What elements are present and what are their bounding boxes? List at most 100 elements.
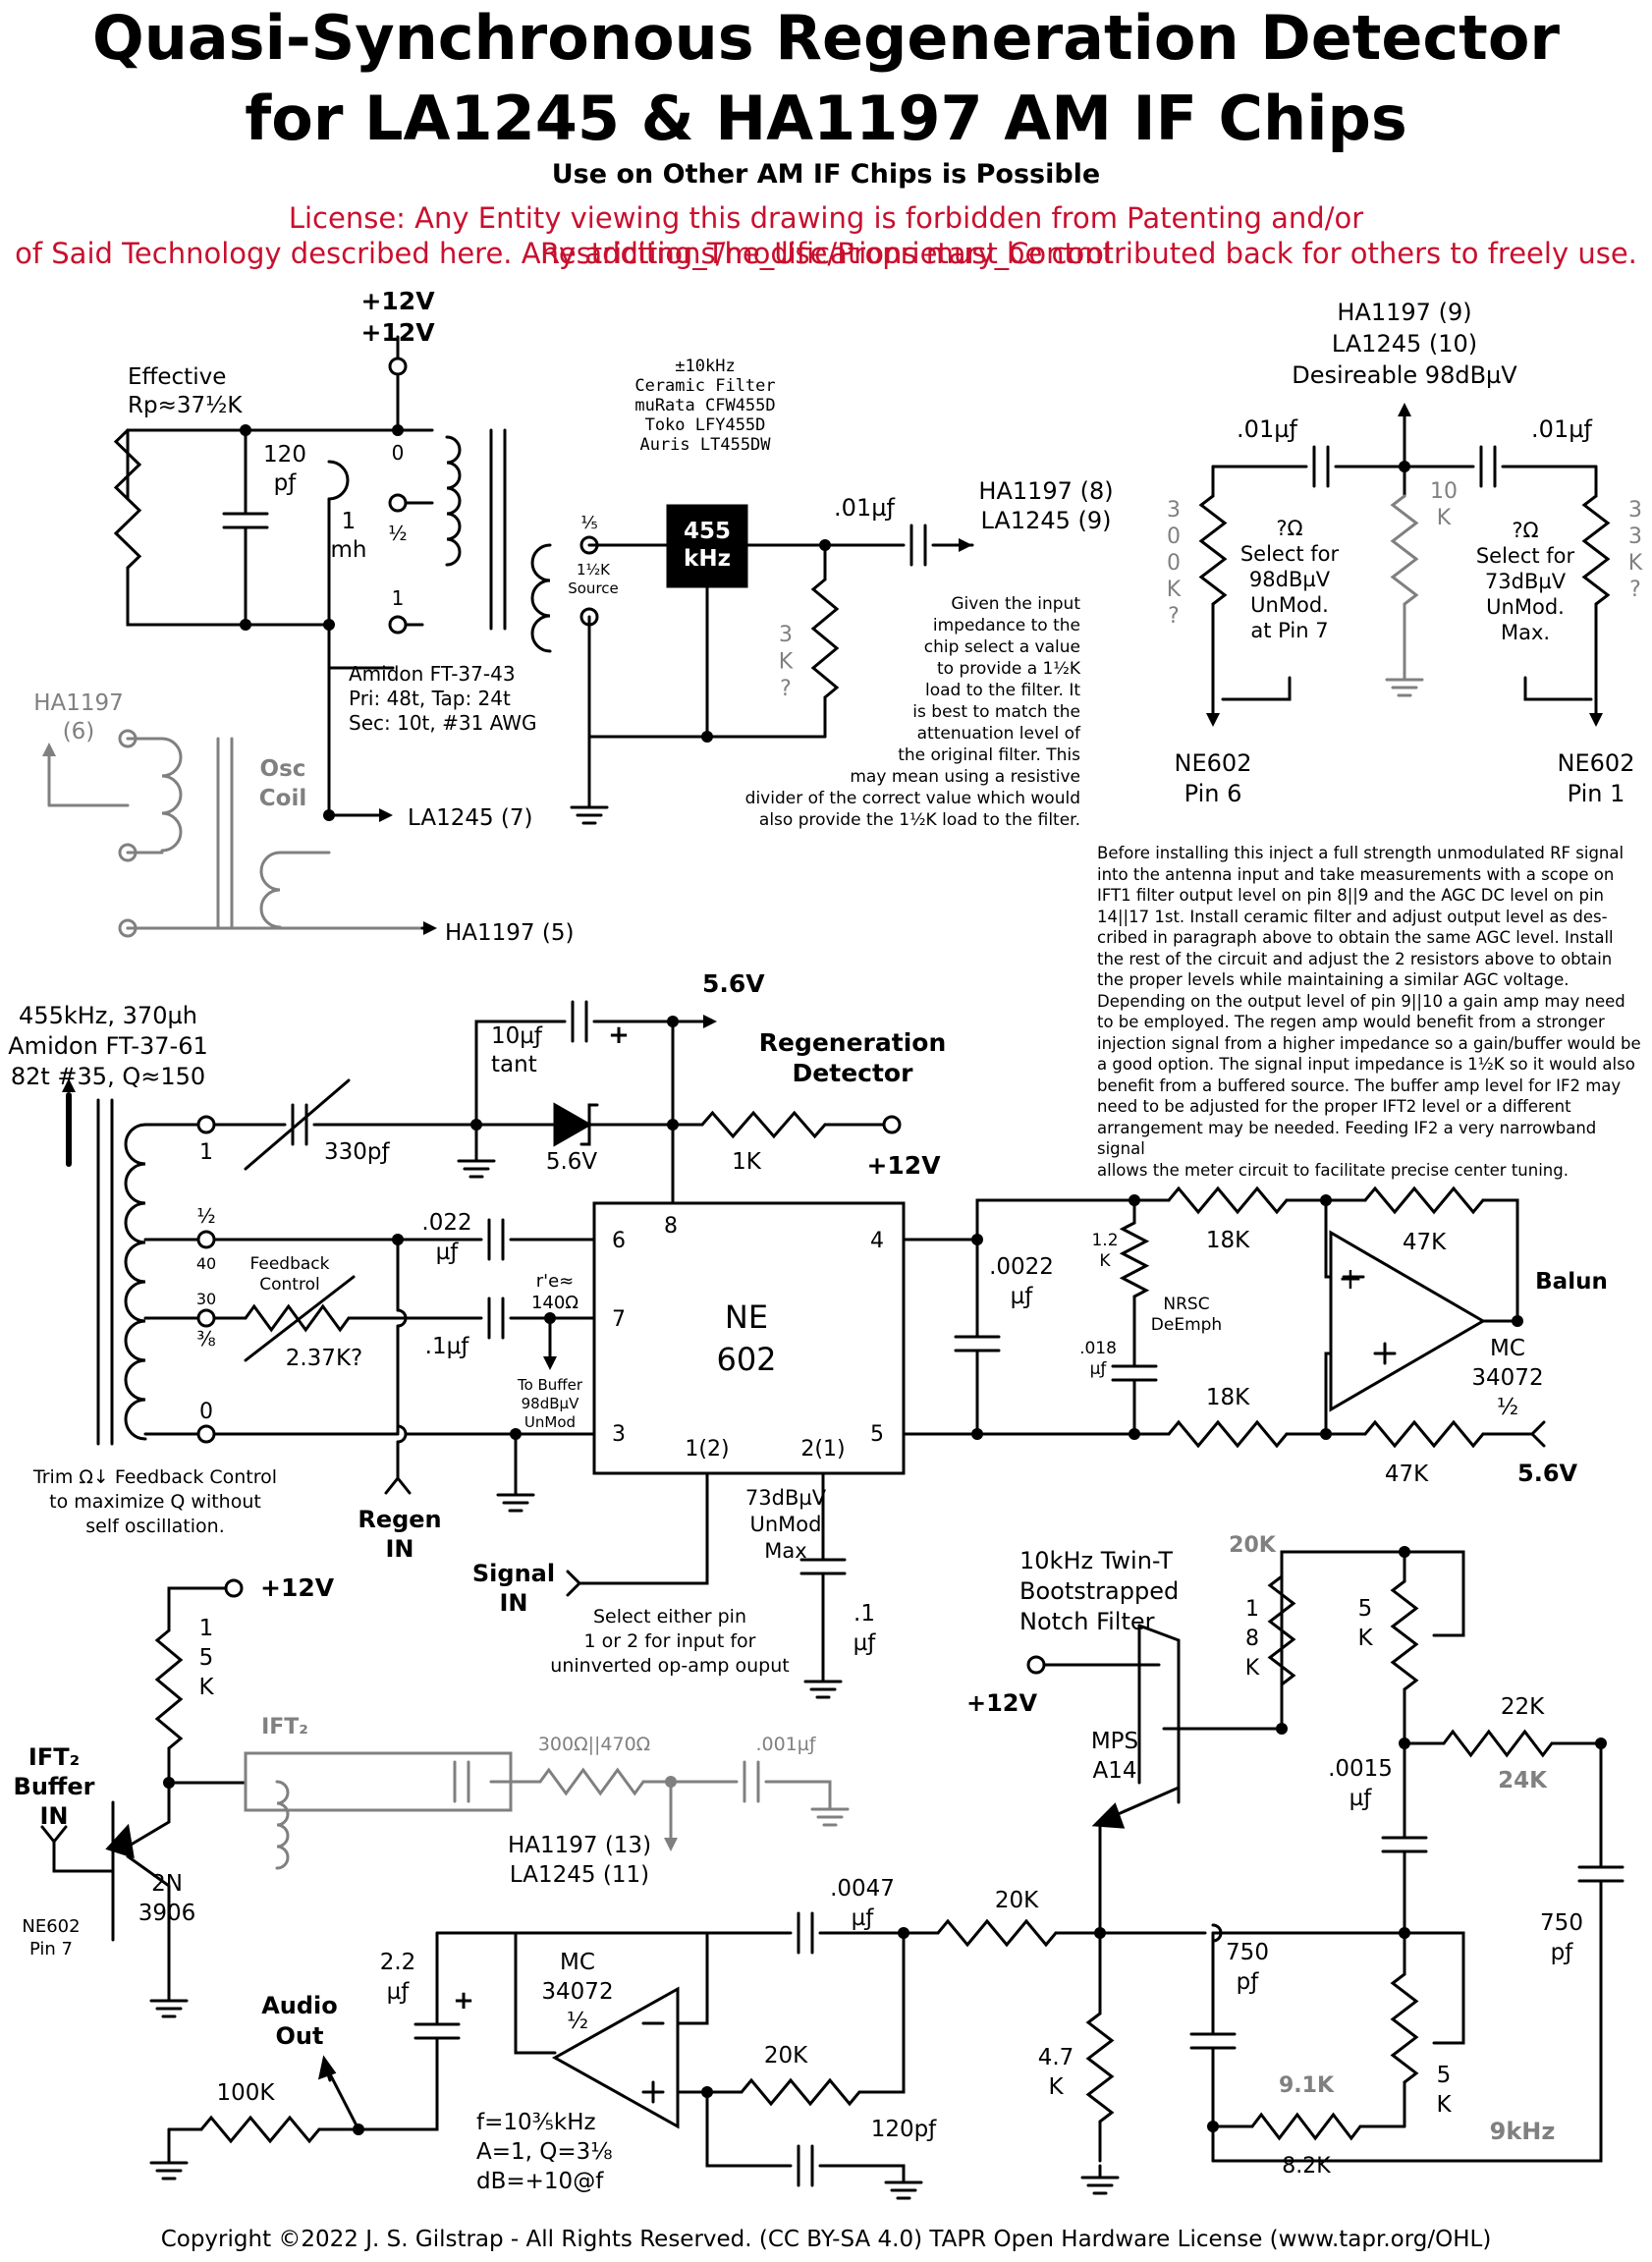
input-note: the original filter. This — [898, 745, 1080, 765]
level-label: UnMod — [750, 1513, 822, 1536]
resistor-label: K — [1167, 578, 1182, 602]
junction-dot — [240, 424, 251, 436]
junction-dot — [701, 731, 713, 743]
input-note: also provide the 1½K load to the filter. — [759, 810, 1080, 830]
supply-label: +12V — [866, 1151, 941, 1180]
pot-label: 2.37K? — [286, 1346, 363, 1371]
transistor-label: 3906 — [138, 1901, 196, 1926]
arrow-icon — [62, 1078, 76, 1092]
tap-label: 30 — [196, 1290, 216, 1308]
wire — [167, 1586, 228, 1632]
resistor-label: 47K — [1385, 1462, 1429, 1487]
cap-label: µƒ — [1011, 1284, 1034, 1309]
filter-label: kHz — [684, 546, 731, 572]
opamp-label: MC — [1490, 1336, 1525, 1361]
osc-coil-label: Coil — [259, 786, 306, 811]
instruction-line: Before installing this inject a full str… — [1097, 844, 1624, 862]
resistor-label: 10 — [1430, 479, 1458, 504]
ne602-chip — [592, 1201, 906, 1475]
terminal — [882, 1115, 902, 1134]
resistor-label: 22K — [1501, 1694, 1545, 1720]
re-label: r'e≈ — [536, 1271, 575, 1292]
tap-label: 40 — [196, 1254, 216, 1273]
cap-label: µƒ — [854, 1630, 877, 1656]
wire — [705, 2090, 793, 2168]
terminal — [196, 1230, 216, 1249]
regen-heading: Regeneration — [759, 1028, 947, 1057]
resistor — [1390, 1579, 1419, 1691]
cap-label: .0022 — [989, 1254, 1054, 1280]
cap-label: .01µƒ — [1237, 415, 1297, 443]
signal-in-label: IN — [499, 1589, 527, 1617]
pin-label: Pin 6 — [1184, 780, 1242, 807]
cap-label: µƒ — [1090, 1359, 1108, 1379]
supply-label: +12V — [360, 287, 435, 315]
pin-number: 5 — [870, 1422, 884, 1447]
wire — [126, 1781, 171, 1848]
resistor-label: K — [1048, 2074, 1064, 2100]
osc-pin-label: (6) — [63, 719, 95, 745]
resistor — [199, 2115, 321, 2144]
arrow-icon — [703, 1015, 717, 1028]
resistor-label: 100K — [217, 2080, 276, 2106]
wire — [566, 1570, 582, 1597]
opamp-label: 34072 — [541, 1979, 613, 2005]
tap-label: 1 — [199, 1140, 213, 1165]
wire — [357, 2036, 439, 2131]
level-label: 73dBµV — [745, 1486, 827, 1510]
coil — [530, 543, 552, 653]
resistor — [1085, 2012, 1115, 2124]
resistor-label: K — [198, 1675, 214, 1700]
pin-label: LA1245 (11) — [510, 1862, 649, 1888]
resistor-label: 5 — [199, 1645, 214, 1671]
source-label: 1½K — [577, 561, 611, 579]
buffer-in-label: Buffer — [14, 1773, 95, 1800]
audio-out-label: Out — [276, 2022, 324, 2050]
resistor-label: 20K — [995, 1888, 1039, 1913]
page-title-line1: Quasi-Synchronous Regeneration Detector — [92, 2, 1560, 74]
cap-label: 330pƒ — [324, 1139, 390, 1165]
opamp-label: 34072 — [1471, 1365, 1543, 1391]
junction-dot — [1129, 1428, 1140, 1440]
pot-label: 5 — [1437, 2063, 1452, 2088]
resistor — [740, 2077, 861, 2107]
chip-label: NE — [725, 1298, 768, 1336]
resistor-label: 4.7 — [1038, 2045, 1074, 2070]
resistor-label: ? — [1629, 578, 1641, 602]
arrow-icon — [379, 808, 393, 822]
resistor-label: 1K — [732, 1149, 762, 1175]
input-note: is best to match the — [912, 702, 1080, 722]
ceramic-filter-block — [666, 504, 748, 588]
coil — [275, 1780, 290, 1870]
cap-label: 10µƒ — [491, 1023, 543, 1049]
cap-label: 120pƒ — [871, 2117, 937, 2142]
wire — [1403, 1550, 1465, 1637]
supply-label: +12V — [966, 1689, 1038, 1717]
chip-label: 602 — [716, 1341, 776, 1378]
arrow-icon — [317, 2055, 337, 2080]
buffer-label: To Buffer — [517, 1376, 583, 1394]
wire — [514, 1931, 557, 2055]
tank-label: Amidon FT-37-61 — [8, 1032, 207, 1060]
resistor — [1250, 2112, 1362, 2141]
instruction-line: the rest of the circuit and adjust the 2… — [1097, 949, 1613, 968]
plus-label: + — [453, 1986, 474, 2015]
select-label: UnMod. — [1486, 595, 1565, 619]
opamp-minus: + — [1338, 1262, 1362, 1297]
arrow-icon — [1398, 403, 1411, 416]
instruction-line: Depending on the output level of pin 9||… — [1097, 991, 1625, 1011]
level-label: Max — [764, 1539, 806, 1563]
regen-in-label: IN — [385, 1535, 413, 1563]
trim-note: self oscillation. — [85, 1516, 224, 1537]
plus-label: + — [608, 1021, 630, 1050]
notch-heading: Notch Filter — [1019, 1608, 1155, 1635]
resistor — [113, 428, 142, 570]
resistor-label: K — [779, 650, 794, 675]
feedback-label: Control — [259, 1275, 319, 1295]
arrow-icon — [42, 743, 56, 756]
terminal — [224, 1578, 244, 1598]
rp-label: Rp≈37½K — [128, 393, 243, 418]
tank-label: 82t #35, Q≈150 — [11, 1063, 205, 1090]
junction-dot — [240, 619, 251, 631]
opamp-label: MC — [560, 1950, 595, 1975]
